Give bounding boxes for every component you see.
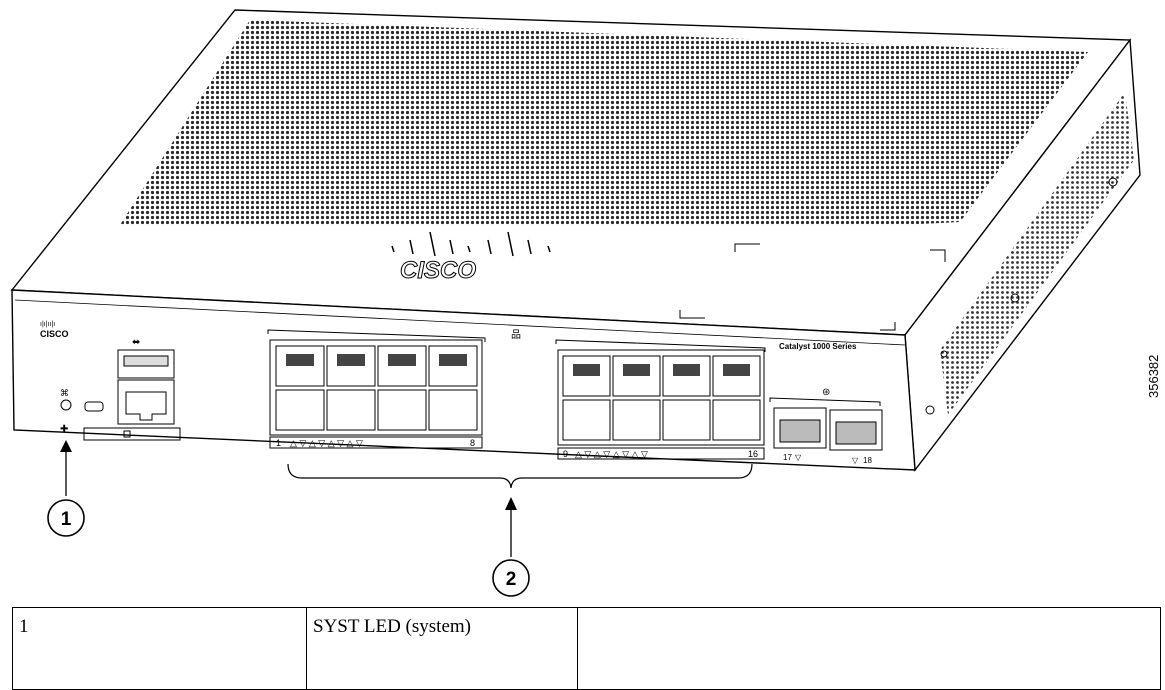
model-label: Catalyst 1000 Series (779, 342, 857, 351)
svg-text:2: 2 (506, 569, 517, 590)
ethernet-port-block-right: 9 △ ▽ △ ▽ △ ▽ △ ▽ 16 (555, 339, 766, 460)
svg-text:ı|ı|ıı|ı: ı|ı|ıı|ı (40, 321, 55, 328)
side-screw (1010, 293, 1020, 303)
callout-number-cell: 1 (12, 607, 307, 690)
reset-icon: ⌘ (60, 388, 69, 398)
svg-text:△ ▽ △ ▽ △ ▽ △ ▽: △ ▽ △ ▽ △ ▽ △ ▽ (575, 449, 648, 459)
switch-illustration: CISCO ı|ı|ıı|ı CISCO ⌘ ✚ ⬌ 1 △ ▽ (10, 9, 1161, 597)
svg-text:9: 9 (563, 449, 568, 459)
svg-text:1: 1 (276, 438, 281, 448)
svg-text:△ ▽ △ ▽ △ ▽ △ ▽: △ ▽ △ ▽ △ ▽ △ ▽ (290, 438, 363, 448)
cisco-logo-icon: ı|ı|ıı|ı CISCO (40, 321, 69, 339)
reset-button (60, 399, 72, 411)
svg-text:8: 8 (470, 438, 475, 448)
table-row: 1 SYST LED (system) (12, 607, 1161, 690)
side-screw (940, 350, 948, 358)
side-screw (1108, 177, 1118, 187)
figure-number: 356382 (1146, 355, 1161, 398)
side-vent-grille (940, 92, 1134, 415)
svg-text:▽: ▽ (852, 456, 859, 465)
callout-1: 1 (47, 440, 85, 537)
sfp-icon: ⊛ (822, 387, 830, 398)
callout-2: 2 (287, 463, 753, 597)
callout-legend-table: 1 SYST LED (system) (12, 607, 1161, 690)
usb-icon: ⬌ (132, 337, 140, 348)
callout-description-cell: SYST LED (system) (306, 607, 578, 690)
svg-text:▽: ▽ (795, 453, 802, 462)
ethernet-port-block-left: 1 △ ▽ △ ▽ △ ▽ △ ▽ 8 (267, 329, 486, 449)
callout-extra-cell (577, 607, 1161, 690)
top-vent-grille (120, 20, 1088, 225)
svg-text:1: 1 (61, 509, 72, 530)
console-port (117, 379, 175, 425)
svg-text:CISCO: CISCO (40, 329, 69, 339)
ethernet-icon: 品 (511, 329, 521, 341)
mini-usb-port (84, 401, 104, 412)
svg-text:18: 18 (863, 456, 872, 465)
svg-text:CISCO: CISCO (400, 257, 476, 284)
svg-text:16: 16 (748, 449, 758, 459)
side-screw (925, 405, 935, 415)
svg-text:17: 17 (783, 453, 792, 462)
top-cisco-logo: CISCO (391, 231, 551, 285)
system-led-icon: ✚ (60, 424, 68, 435)
